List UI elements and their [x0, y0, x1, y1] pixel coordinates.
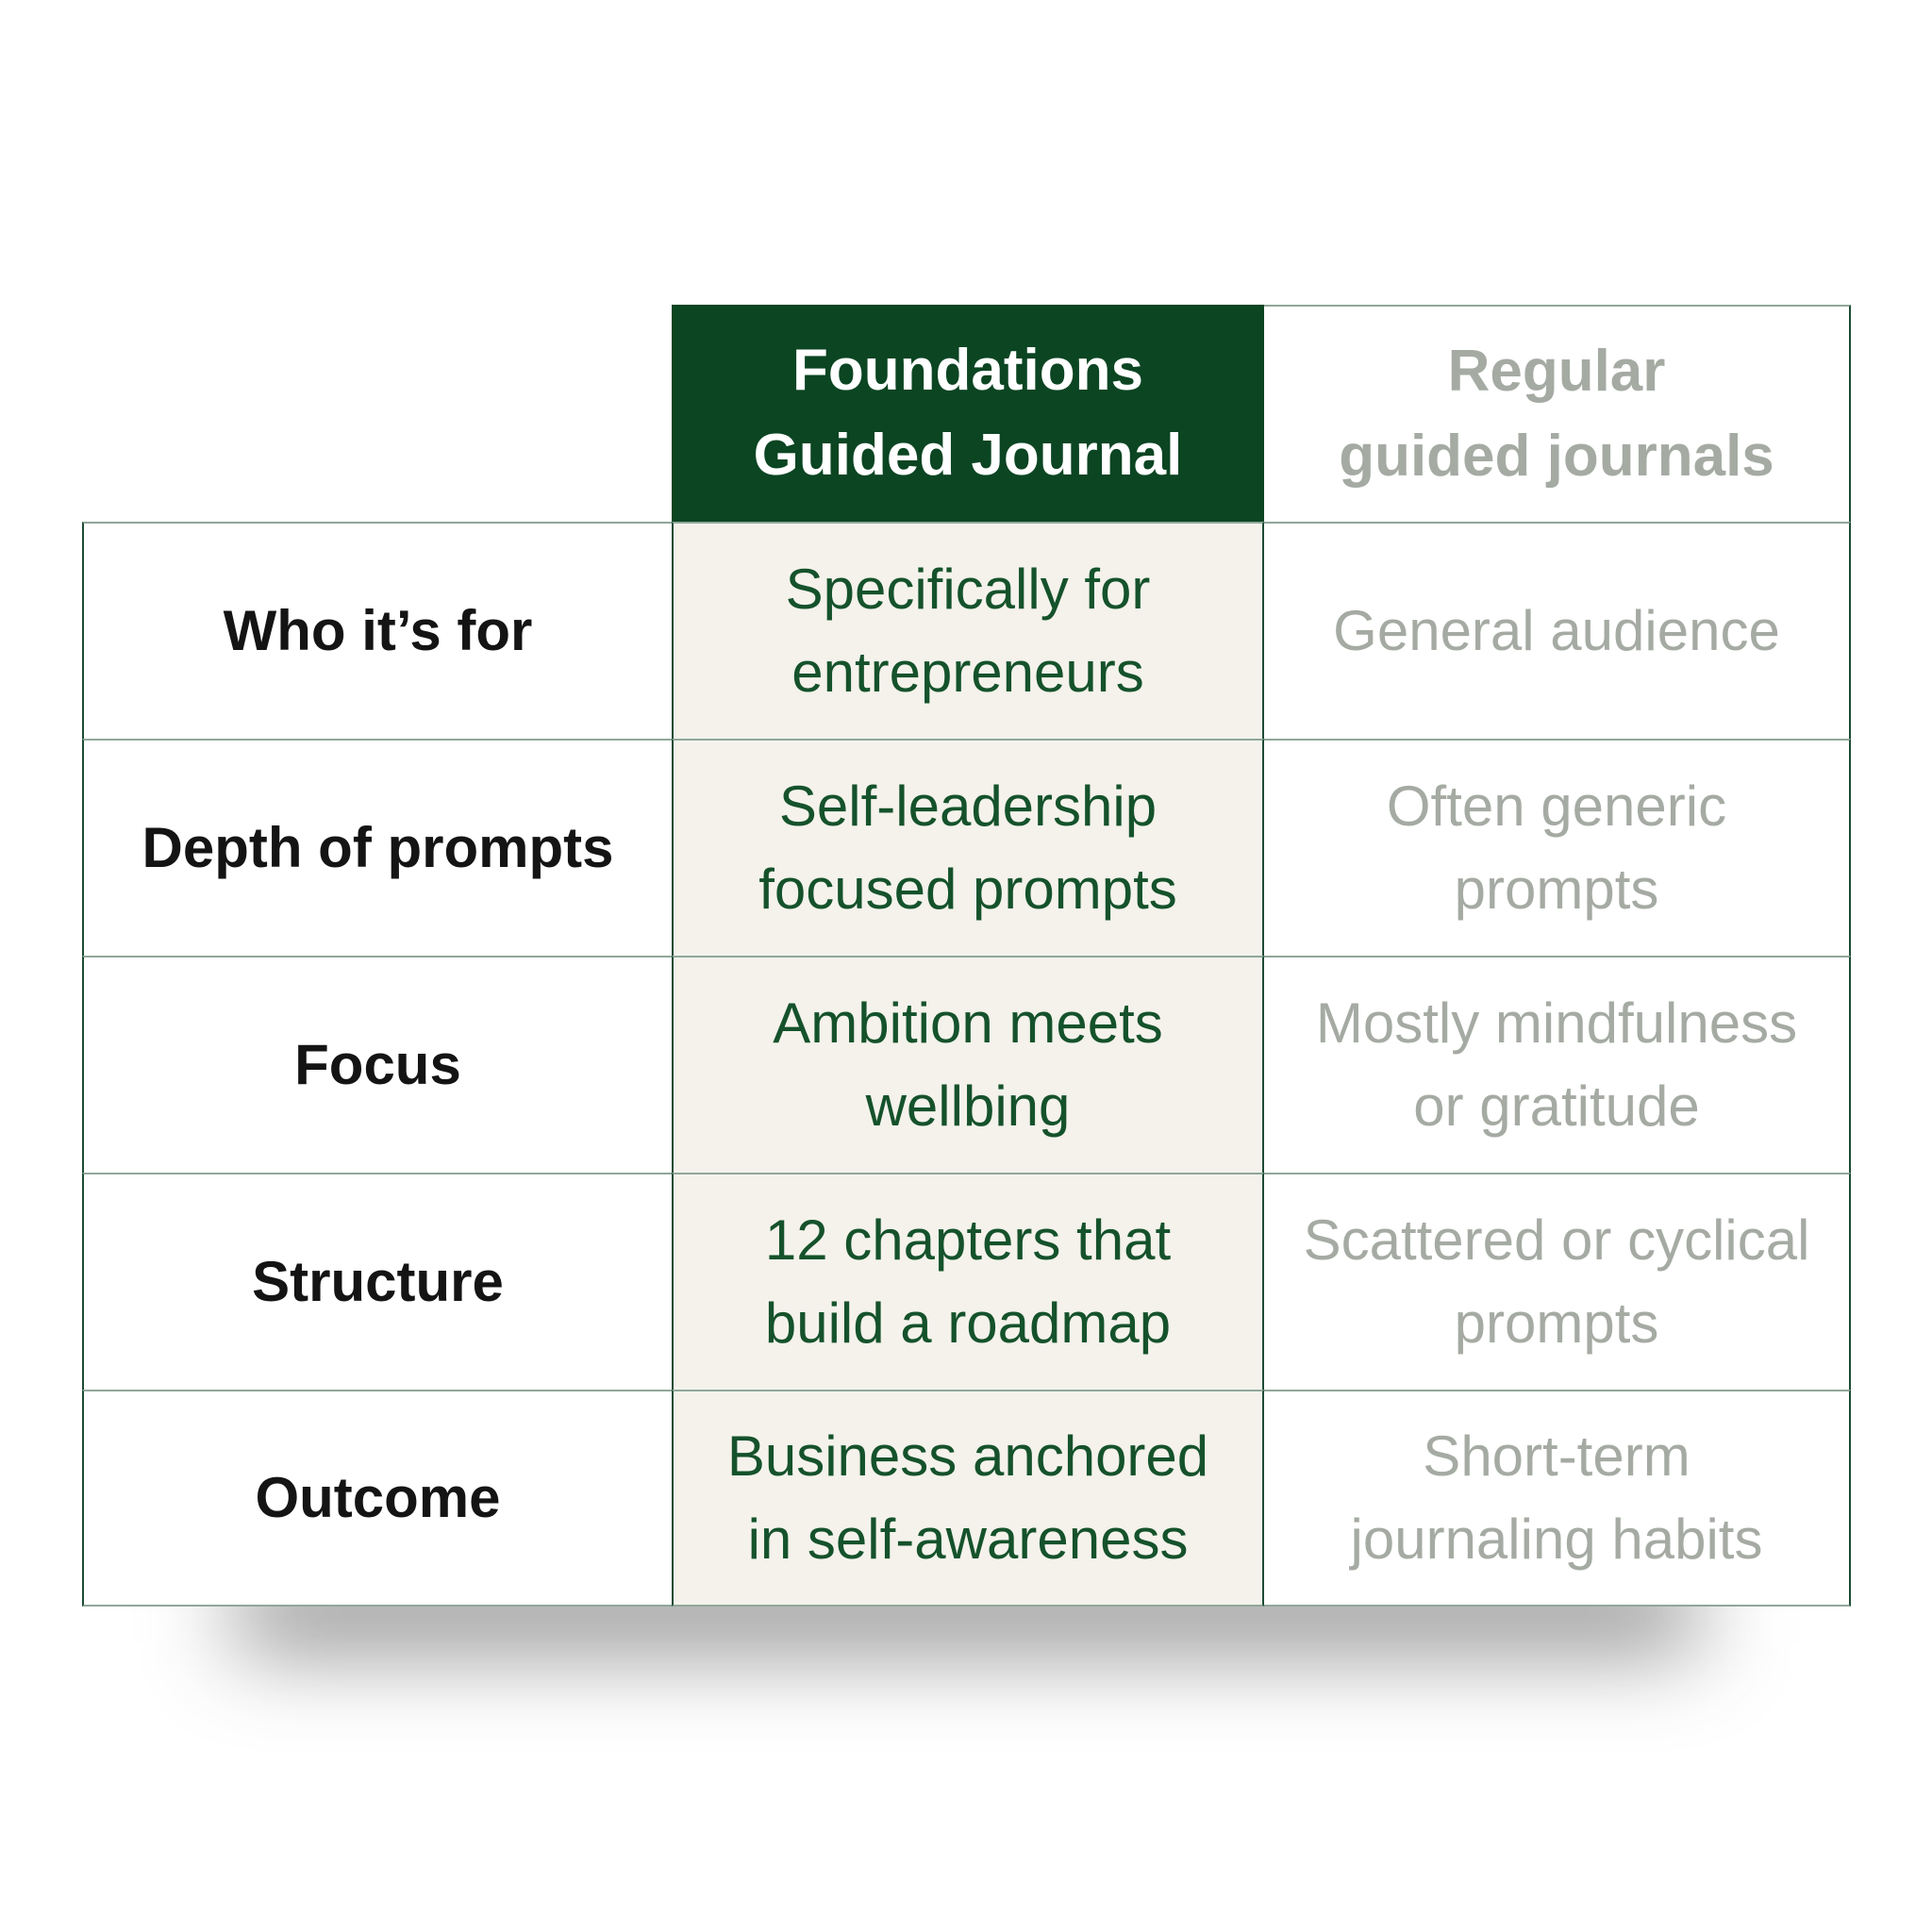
cell-line2: in self-awareness: [747, 1507, 1189, 1571]
row-label-text: Who it’s for: [223, 599, 533, 662]
foundations-cell-outcome: Business anchored in self-awareness: [672, 1390, 1264, 1607]
regular-cell-structure: Scattered or cyclical prompts: [1264, 1173, 1851, 1390]
foundations-cell-structure: 12 chapters that build a roadmap: [672, 1173, 1264, 1390]
foundations-cell-depth-of-prompts: Self-leadership focused prompts: [672, 739, 1264, 956]
cell-line2: prompts: [1454, 858, 1659, 921]
cell-line1: Short-term: [1423, 1424, 1690, 1488]
header-regular: Regular guided journals: [1264, 305, 1851, 522]
row-label-structure: Structure: [82, 1173, 672, 1390]
cell-line2: focused prompts: [758, 858, 1177, 921]
row-label-who-its-for: Who it’s for: [82, 522, 672, 739]
header-foundations: Foundations Guided Journal: [672, 305, 1264, 522]
header-foundations-line1: Foundations: [792, 338, 1143, 403]
regular-cell-who-its-for: General audience: [1264, 522, 1851, 739]
cell-line1: 12 chapters that: [764, 1208, 1172, 1272]
header-regular-line2: guided journals: [1339, 424, 1774, 489]
cell-line1: Ambition meets: [773, 991, 1163, 1055]
row-label-text: Focus: [294, 1033, 461, 1096]
header-regular-line1: Regular: [1447, 339, 1666, 404]
row-label-text: Depth of prompts: [142, 816, 614, 879]
cell-line1: Mostly mindfulness: [1315, 991, 1798, 1055]
cell-line1: General audience: [1333, 599, 1780, 662]
row-label-depth-of-prompts: Depth of prompts: [82, 739, 672, 956]
cell-line1: Specifically for: [785, 558, 1151, 621]
foundations-cell-who-its-for: Specifically for entrepreneurs: [672, 522, 1264, 739]
row-label-focus: Focus: [82, 956, 672, 1173]
header-corner-empty: [82, 305, 672, 522]
regular-cell-outcome: Short-term journaling habits: [1264, 1390, 1851, 1607]
header-foundations-line2: Guided Journal: [753, 423, 1183, 488]
foundations-cell-focus: Ambition meets wellbing: [672, 956, 1264, 1173]
cell-line2: or gratitude: [1413, 1074, 1700, 1138]
comparison-table: Foundations Guided Journal Regular guide…: [82, 305, 1851, 1607]
row-label-text: Outcome: [255, 1466, 501, 1529]
regular-cell-focus: Mostly mindfulness or gratitude: [1264, 956, 1851, 1173]
row-label-outcome: Outcome: [82, 1390, 672, 1607]
cell-line1: Self-leadership: [778, 774, 1158, 838]
regular-cell-depth-of-prompts: Often generic prompts: [1264, 739, 1851, 956]
cell-line2: entrepreneurs: [791, 641, 1144, 704]
cell-line1: Scattered or cyclical: [1303, 1208, 1810, 1272]
cell-line1: Often generic: [1386, 774, 1727, 838]
cell-line2: wellbing: [865, 1074, 1071, 1138]
cell-line1: Business anchored: [726, 1424, 1209, 1488]
row-label-text: Structure: [252, 1250, 504, 1313]
cell-line2: build a roadmap: [764, 1291, 1172, 1355]
cell-line2: journaling habits: [1350, 1507, 1763, 1571]
cell-line2: prompts: [1454, 1291, 1659, 1355]
